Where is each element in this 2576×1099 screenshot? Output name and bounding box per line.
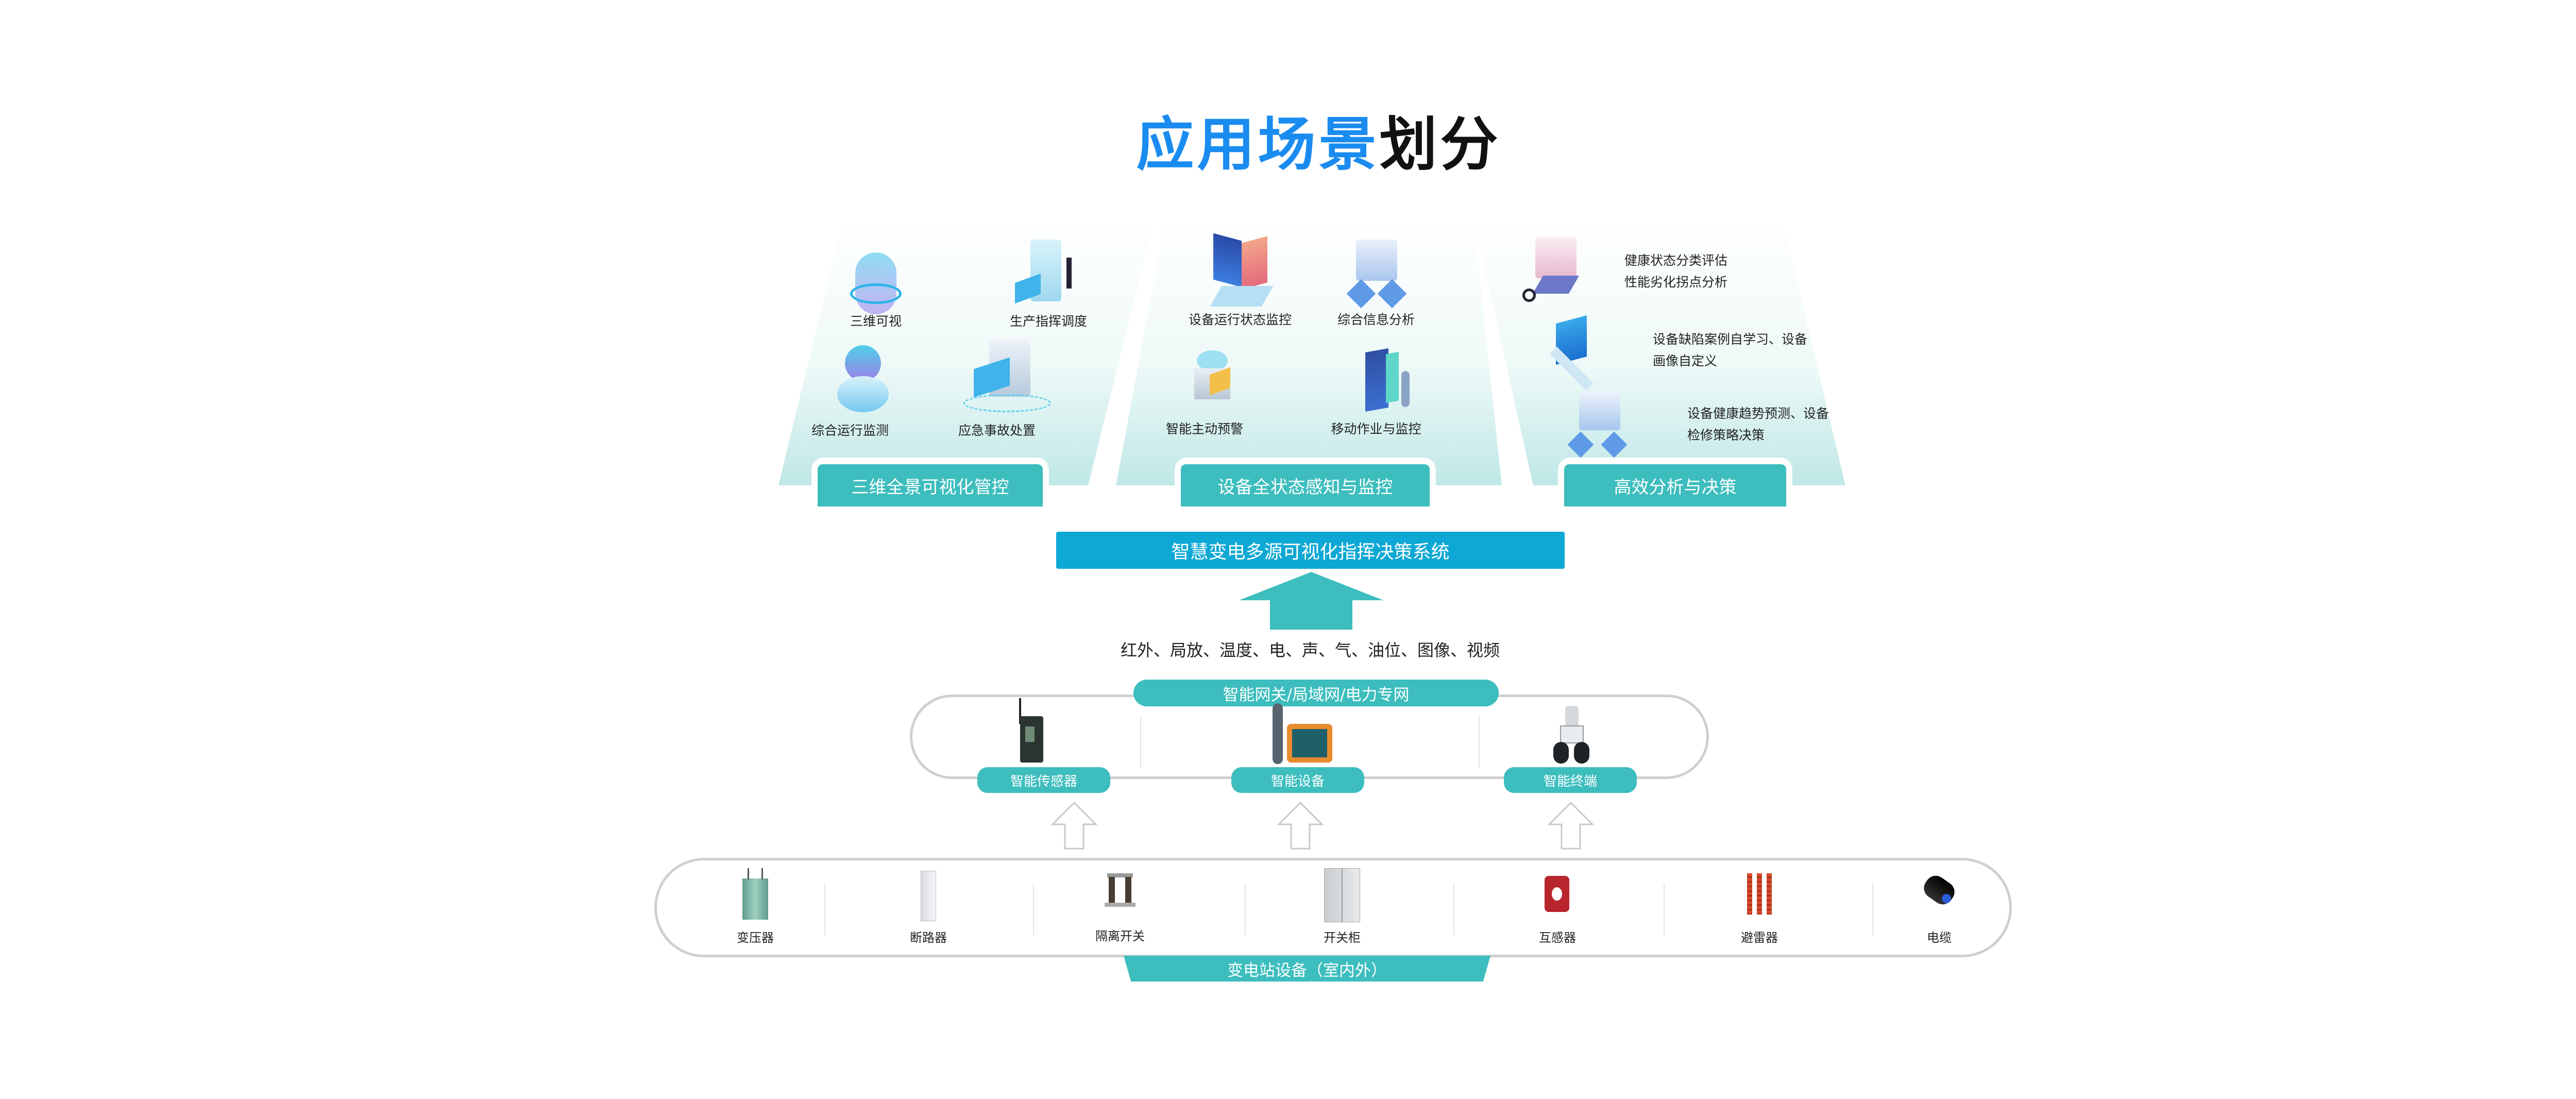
divider	[1872, 884, 1873, 935]
desc-line: 健康状态分类评估	[1624, 253, 1728, 268]
item-comprehensive-monitoring: 综合运行监测	[811, 423, 889, 438]
item-emergency: 应急事故处置	[958, 423, 1036, 438]
divider	[1033, 884, 1034, 935]
cable-image	[1920, 871, 1959, 915]
item-info-analysis: 综合信息分析	[1337, 312, 1415, 327]
health-evaluation-illustration	[1520, 234, 1592, 307]
smart-device-image	[1267, 703, 1334, 765]
defect-learning-illustration	[1535, 315, 1607, 391]
label-disconnect-switch: 隔离开关	[1095, 929, 1145, 943]
hollow-up-arrow-icon	[1277, 801, 1324, 850]
desc-line: 性能劣化拐点分析	[1624, 275, 1728, 290]
item-mobile-work: 移动作业与监控	[1331, 421, 1421, 436]
disconnect-switch-image	[1105, 871, 1136, 909]
up-arrow-icon	[1239, 572, 1383, 630]
page-title: 应用场景划分	[0, 98, 2576, 181]
switchgear-image	[1324, 868, 1360, 922]
divider	[1245, 884, 1246, 935]
divider	[1664, 884, 1665, 935]
panel-title-device-monitoring: 设备全状态感知与监控	[1181, 464, 1430, 506]
item-device-status: 设备运行状态监控	[1188, 312, 1292, 327]
item-dispatch: 生产指挥调度	[1009, 314, 1088, 329]
label-breaker: 断路器	[910, 931, 947, 945]
emergency-illustration	[963, 337, 1051, 415]
data-sources-text: 红外、局放、温度、电、声、气、油位、图像、视频	[1120, 640, 1500, 660]
desc-line: 设备缺陷案例自学习、设备	[1653, 332, 1808, 347]
panel-title-analysis-decision: 高效分析与决策	[1564, 464, 1786, 506]
transformer-image	[740, 868, 771, 922]
3d-visual-illustration	[848, 247, 904, 319]
surge-arrester-image	[1744, 873, 1775, 917]
label-switchgear: 开关柜	[1324, 931, 1361, 945]
desc-line: 检修策略决策	[1687, 428, 1765, 443]
smart-terminal-robot-image	[1551, 706, 1592, 765]
label-cable: 电缆	[1927, 931, 1952, 945]
divider	[824, 884, 825, 935]
label-smart-device: 智能设备	[1231, 767, 1364, 793]
divider	[1140, 716, 1141, 768]
dispatch-illustration	[1010, 237, 1087, 314]
divider	[1479, 716, 1480, 768]
health-trend-illustration	[1567, 389, 1631, 461]
desc-defect-learning: 设备缺陷案例自学习、设备画像自定义	[1653, 329, 1807, 372]
substation-label: 变电站设备（室内外）	[1124, 956, 1490, 982]
title-blue-part: 应用场景	[1136, 111, 1380, 178]
hollow-up-arrow-icon	[1051, 801, 1097, 850]
info-analysis-illustration	[1346, 234, 1407, 312]
label-smart-sensor: 智能传感器	[977, 767, 1110, 793]
system-bar: 智慧变电多源可视化指挥决策系统	[1056, 532, 1565, 569]
divider	[1453, 884, 1454, 935]
label-surge-arrester: 避雷器	[1741, 931, 1778, 945]
desc-line: 画像自定义	[1653, 353, 1718, 368]
panel-bg-2	[1116, 219, 1502, 485]
comprehensive-monitoring-illustration	[835, 345, 891, 417]
label-current-transformer: 互感器	[1539, 931, 1576, 945]
desc-health-evaluation: 健康状态分类评估性能劣化拐点分析	[1624, 250, 1727, 293]
item-3d-visual: 三维可视	[850, 314, 902, 329]
current-transformer-image	[1545, 871, 1570, 920]
desc-line: 设备健康趋势预测、设备	[1687, 406, 1829, 421]
hollow-up-arrow-icon	[1548, 801, 1594, 850]
panel-title-3d-visual-control: 三维全景可视化管控	[818, 464, 1043, 506]
network-label: 智能网关/局域网/电力专网	[1133, 680, 1499, 706]
panel-backgrounds	[778, 219, 1845, 485]
desc-health-trend: 设备健康趋势预测、设备检修策略决策	[1687, 403, 1829, 446]
label-transformer: 变压器	[737, 931, 774, 945]
mobile-work-illustration	[1360, 348, 1417, 415]
early-warning-illustration	[1187, 350, 1238, 412]
label-smart-terminal: 智能终端	[1504, 767, 1637, 793]
title-black-part: 划分	[1379, 111, 1501, 178]
breaker-image	[918, 871, 939, 922]
device-status-illustration	[1208, 233, 1275, 312]
item-early-warning: 智能主动预警	[1165, 421, 1244, 436]
sensor-image	[1015, 698, 1046, 765]
